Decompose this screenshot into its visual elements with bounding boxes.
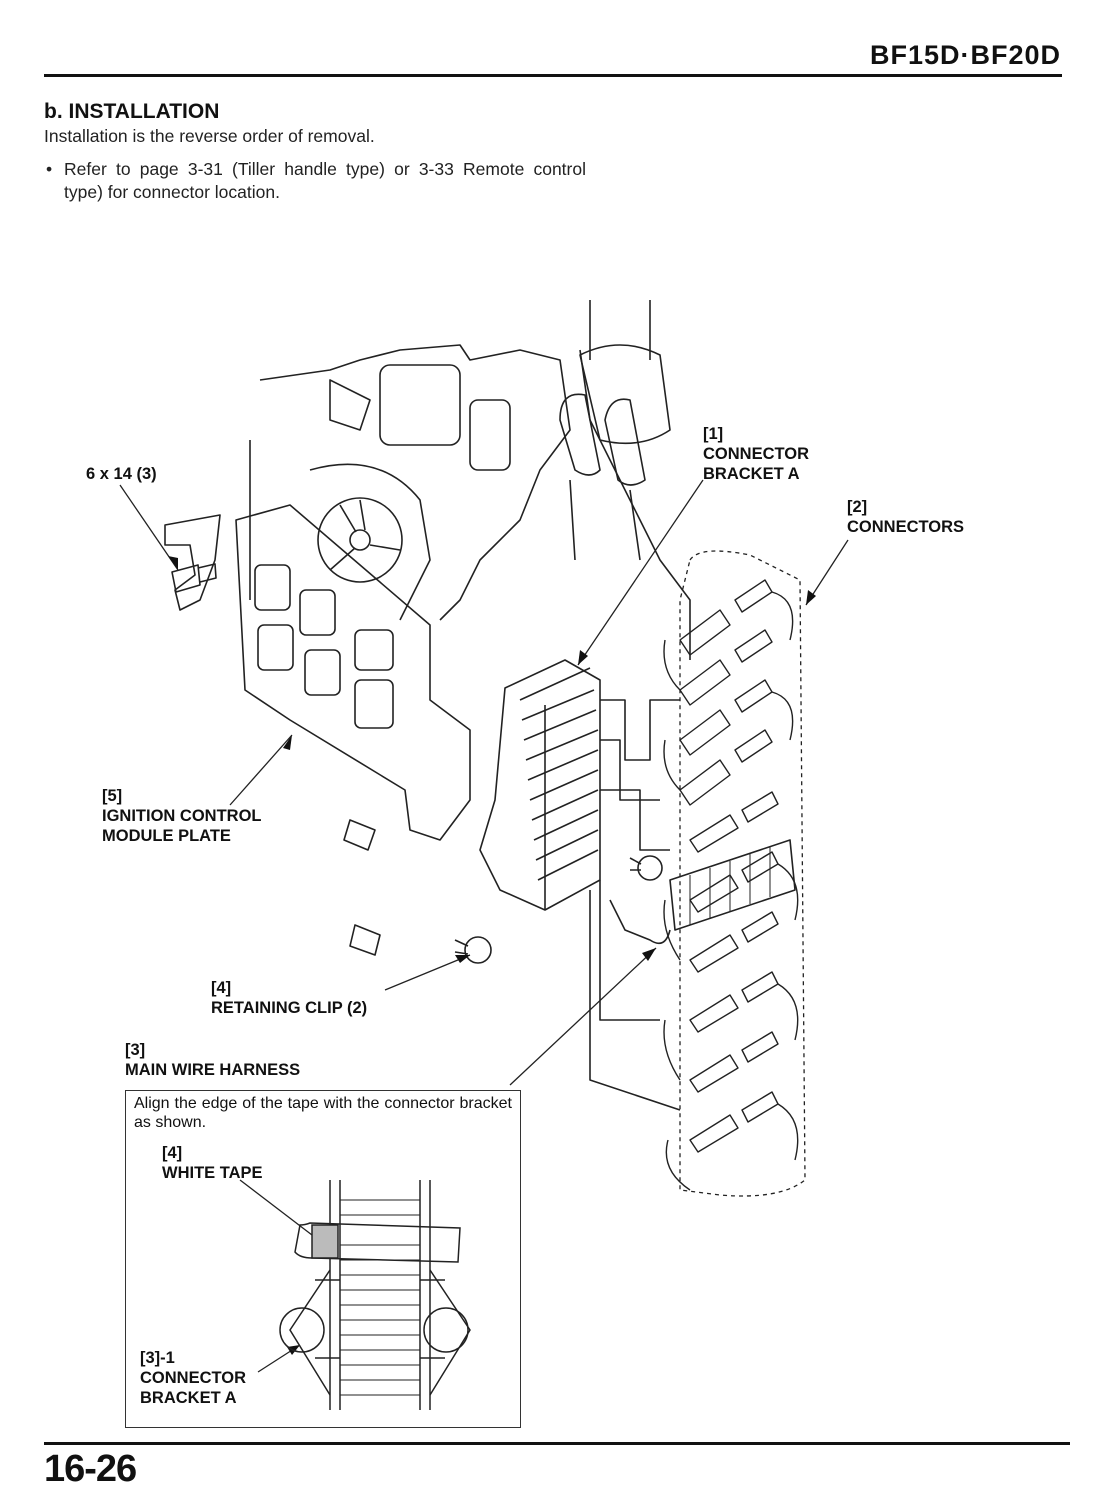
callout-text: BRACKET A: [703, 465, 800, 483]
bullet-text: Refer to page 3-31 (Tiller handle type) …: [64, 159, 586, 202]
callout-text: MAIN WIRE HARNESS: [125, 1061, 301, 1079]
callout-retaining-clip: [4] RETAINING CLIP (2): [211, 978, 367, 1018]
bullet-mark: •: [46, 159, 53, 179]
reference-bullet: • Refer to page 3-31 (Tiller handle type…: [46, 158, 586, 204]
callout-num: [1]: [703, 425, 724, 443]
callout-connectors: [2] CONNECTORS: [847, 497, 964, 537]
detail-note: Align the edge of the tape with the conn…: [134, 1095, 512, 1131]
callout-detail-bracket: [3]-1 CONNECTOR BRACKET A: [140, 1348, 246, 1408]
footer-rule: [44, 1442, 1070, 1445]
callout-text: WHITE TAPE: [162, 1164, 263, 1182]
callout-white-tape: [4] WHITE TAPE: [162, 1143, 263, 1183]
section-title: b. INSTALLATION: [44, 100, 220, 123]
label-bolt: 6 x 14 (3): [86, 465, 157, 483]
callout-text: CONNECTOR: [703, 445, 810, 463]
callout-num: [4]: [211, 979, 232, 997]
callout-text: IGNITION CONTROL: [102, 807, 262, 825]
callout-num: [3]-1: [140, 1349, 175, 1367]
callout-num: [4]: [162, 1144, 183, 1162]
callout-ignition-plate: [5] IGNITION CONTROL MODULE PLATE: [102, 786, 262, 846]
callout-text: CONNECTORS: [847, 518, 965, 536]
detail-box: [125, 1090, 521, 1428]
callout-num: [3]: [125, 1041, 146, 1059]
callout-text: RETAINING CLIP (2): [211, 999, 368, 1017]
callout-text: BRACKET A: [140, 1389, 237, 1407]
callout-text: MODULE PLATE: [102, 827, 231, 845]
callout-num: [2]: [847, 498, 868, 516]
callout-connector-bracket-a: [1] CONNECTOR BRACKET A: [703, 424, 809, 484]
callout-main-wire-harness: [3] MAIN WIRE HARNESS: [125, 1040, 300, 1080]
model-title: BF15D·BF20D: [869, 40, 1061, 70]
callout-num: [5]: [102, 787, 123, 805]
callout-text: CONNECTOR: [140, 1369, 247, 1387]
intro-paragraph: Installation is the reverse order of rem…: [44, 126, 375, 146]
page-number: 16-26: [44, 1448, 137, 1490]
header-rule: [44, 74, 1062, 77]
